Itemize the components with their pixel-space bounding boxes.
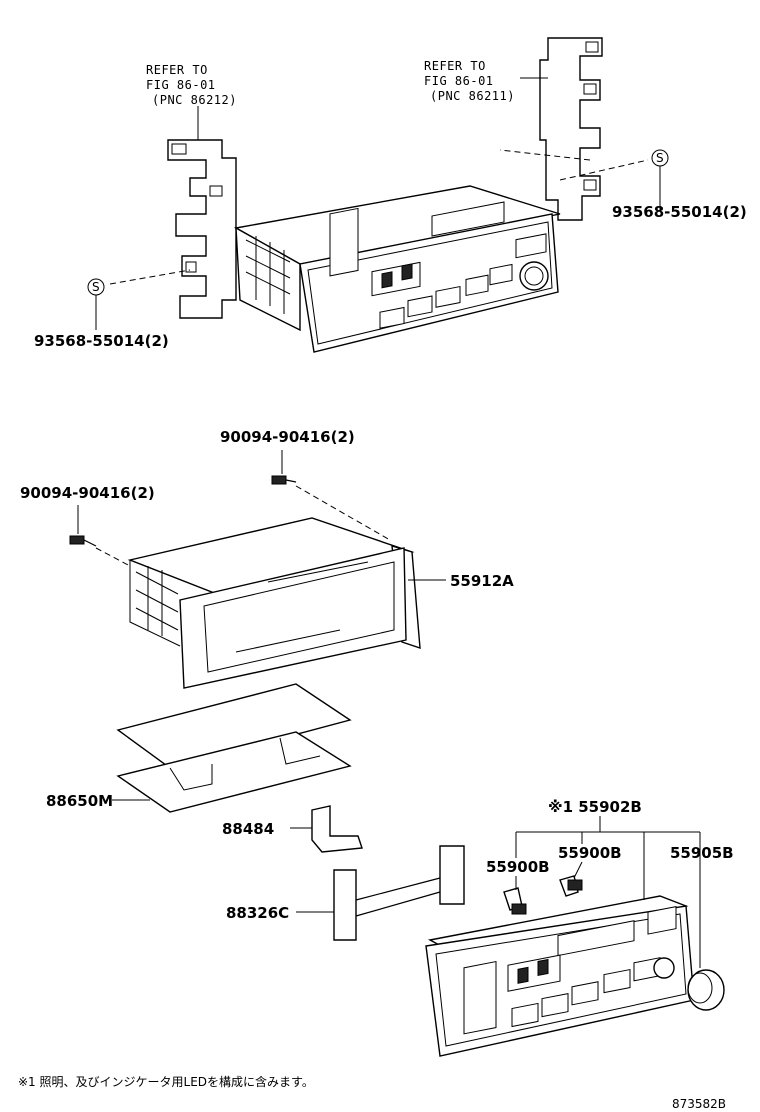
label-knob-b: 55900B <box>558 844 622 862</box>
knob-55905b <box>687 969 725 1011</box>
svg-text:REFER TO: REFER TO <box>146 63 208 77</box>
label-knob-a: 55900B <box>486 858 550 876</box>
label-88326c: 88326C <box>226 904 289 922</box>
label-screw-top: 90094-90416(2) <box>220 428 355 446</box>
svg-text:FIG 86-01: FIG 86-01 <box>146 78 216 92</box>
knob-55900b-a <box>503 887 527 915</box>
svg-text:S: S <box>92 280 100 294</box>
refer-label-left: REFER TO FIG 86-01 (PNC 86212) <box>146 63 237 107</box>
label-clip-left: 93568-55014(2) <box>34 332 169 350</box>
label-sheet: 88650M <box>46 792 113 810</box>
svg-text:(PNC 86211): (PNC 86211) <box>430 89 515 103</box>
footnote: ※1 照明、及びインジケータ用LEDを構成に含みます。 <box>18 1074 314 1089</box>
svg-text:S: S <box>656 151 664 165</box>
label-knob-c: 55905B <box>670 844 734 862</box>
label-screw-left: 90094-90416(2) <box>20 484 155 502</box>
bracket-55912a <box>127 517 421 689</box>
screw-left <box>69 535 97 547</box>
clip-symbol-right: S <box>651 149 669 167</box>
part-88326c: 88326C <box>226 845 465 941</box>
screw-top <box>271 475 297 485</box>
label-88484: 88484 <box>222 820 274 838</box>
ac-control-unit-bottom <box>425 895 695 1057</box>
label-clip-right: 93568-55014(2) <box>612 203 747 221</box>
svg-text:REFER TO: REFER TO <box>424 59 486 73</box>
label-bracket: 55912A <box>450 572 514 590</box>
label-assy: ※1 55902B <box>548 798 642 816</box>
svg-text:(PNC 86212): (PNC 86212) <box>152 93 237 107</box>
drawing-number: 873582B <box>672 1097 726 1111</box>
part-88484: 88484 <box>222 805 363 853</box>
svg-text:FIG 86-01: FIG 86-01 <box>424 74 494 88</box>
knob-55900b-b <box>559 875 583 897</box>
refer-label-right: REFER TO FIG 86-01 (PNC 86211) <box>424 59 515 103</box>
left-mount-bracket <box>167 139 237 319</box>
ac-control-unit-top <box>233 185 561 353</box>
clip-symbol-left: S <box>87 278 105 296</box>
sheet-88650m: 88650M <box>46 683 352 813</box>
middle-assembly: 90094-90416(2) 90094-90416(2) 55912A <box>20 428 514 689</box>
right-mount-bracket <box>539 37 603 221</box>
top-assembly: S S <box>34 37 747 353</box>
